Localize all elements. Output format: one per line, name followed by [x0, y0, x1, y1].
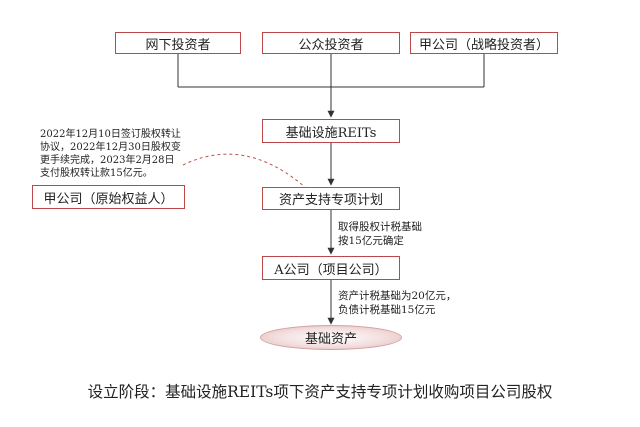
- offline-investors-box: 网下投资者: [115, 32, 241, 54]
- transfer-note-line: 2022年12月10日签订股权转让: [40, 129, 181, 140]
- underlying-asset-ellipse: 基础资产: [260, 325, 402, 350]
- company-a-box: A公司（项目公司）: [262, 256, 400, 280]
- asset-tax-basis-line: 负债计税基础15亿元: [338, 304, 436, 316]
- diagram-caption: 设立阶段：基础设施REITs项下资产支持专项计划收购项目公司股权: [87, 383, 553, 401]
- reits-label: 基础设施REITs: [285, 125, 377, 141]
- strategic-investor-label: 甲公司（战略投资者）: [418, 37, 549, 53]
- transfer-note-line: 支付股权转让款15亿元。: [40, 168, 153, 179]
- transfer-note: 2022年12月10日签订股权转让 协议，2022年12月30日股权变 更手续完…: [40, 128, 181, 180]
- transfer-note-line: 协议，2022年12月30日股权变: [40, 142, 181, 153]
- strategic-investor-box: 甲公司（战略投资者）: [410, 32, 558, 54]
- transfer-note-line: 更手续完成，2023年2月28日: [40, 155, 175, 166]
- company-a-label: A公司（项目公司）: [274, 262, 388, 278]
- original-owner-box: 甲公司（原始权益人）: [32, 185, 185, 209]
- special-plan-label: 资产支持专项计划: [278, 193, 383, 208]
- reits-box: 基础设施REITs: [262, 119, 400, 143]
- equity-tax-basis-line: 按15亿元确定: [338, 235, 404, 247]
- equity-tax-basis-line: 取得股权计税基础: [338, 221, 422, 233]
- equity-tax-basis-note: 取得股权计税基础 按15亿元确定: [338, 220, 422, 248]
- public-investors-label: 公众投资者: [298, 37, 364, 53]
- special-plan-box: 资产支持专项计划: [262, 187, 400, 210]
- original-owner-label: 甲公司（原始权益人）: [43, 191, 174, 207]
- offline-investors-label: 网下投资者: [145, 37, 211, 53]
- dashed-transfer-curve: [182, 153, 307, 189]
- underlying-asset-label: 基础资产: [304, 332, 357, 347]
- public-investors-box: 公众投资者: [262, 32, 400, 54]
- asset-tax-basis-note: 资产计税基础为20亿元， 负债计税基础15亿元: [338, 289, 456, 317]
- asset-tax-basis-line: 资产计税基础为20亿元，: [338, 290, 457, 302]
